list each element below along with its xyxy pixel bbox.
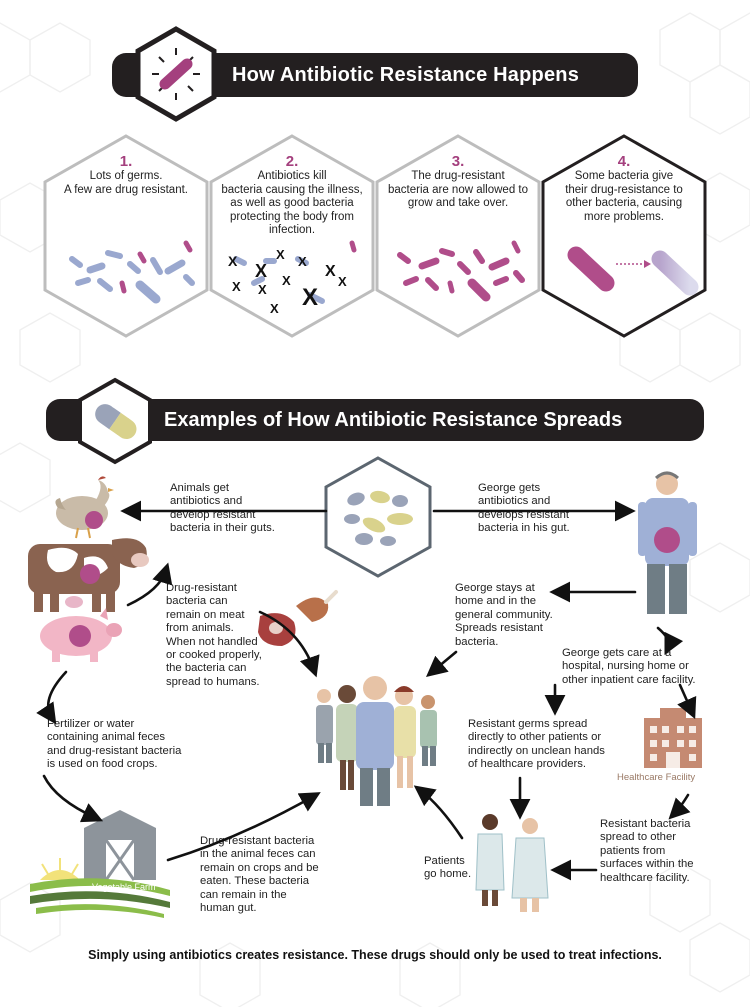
section-title: How Antibiotic Resistance Happens [232, 63, 580, 86]
step-4-number: 4. [617, 153, 631, 170]
george-icon [638, 471, 697, 614]
footer-message: Simply using antibiotics creates resista… [88, 948, 662, 962]
step-1-number: 1. [119, 153, 133, 170]
meat-icon [258, 590, 338, 646]
arrow-home-to-people [426, 650, 458, 677]
svg-text:X: X [270, 301, 279, 316]
svg-text:X: X [302, 284, 318, 311]
step-1-bacteria-icon [69, 240, 195, 304]
patients-icon [475, 814, 549, 912]
spread-illustrations [28, 471, 702, 918]
healthcare-facility-label: Healthcare Facility [617, 772, 696, 783]
arrow-george-to-care [656, 626, 684, 655]
pill-hex-icon [78, 377, 152, 465]
step-3-text: The drug-resistant bacteria are now allo… [388, 170, 528, 209]
resistant-germs-label: Resistant germs spread directly to other… [468, 718, 605, 771]
community-people-icon [316, 676, 437, 806]
pills-icon [344, 490, 413, 546]
arrow-farm-to-people [166, 792, 321, 862]
svg-text:X: X [282, 273, 291, 288]
svg-text:X: X [232, 279, 241, 294]
arrow-facility-to-surfaces [668, 793, 691, 820]
step-4-text: Some bacteria give their drug-resistance… [565, 170, 683, 223]
steps-bacteria-illustrations: X X X X X X X X X X X [69, 240, 699, 316]
arrow-pig-to-fertilizer [36, 670, 68, 725]
step-3-number: 3. [451, 153, 465, 170]
healthcare-facility-building-icon [644, 708, 702, 768]
svg-text:X: X [228, 253, 238, 269]
surfaces-label: Resistant bacteria spread to other patie… [600, 818, 694, 884]
step-2-bacteria-killed-icon: X X X X X X X X X X X [228, 240, 357, 316]
svg-text:X: X [255, 261, 267, 281]
section-header-how-resistance-spreads: Examples of How Antibiotic Resistance Sp… [46, 399, 704, 441]
george-gets-care-label: George gets care at a hospital, nursing … [562, 647, 696, 686]
steps-hexagons [43, 134, 707, 338]
step-2-text: Antibiotics kill bacteria causing the il… [221, 170, 363, 236]
patients-go-home-label: Patients go home. [424, 855, 472, 881]
section-title: Examples of How Antibiotic Resistance Sp… [164, 408, 623, 431]
meat-label: Drug-resistant bacteria can remain on me… [166, 582, 262, 688]
svg-text:X: X [276, 247, 285, 262]
arrow-fertilizer-to-farm [42, 774, 104, 823]
svg-text:X: X [298, 254, 307, 269]
arrow-care-to-facility [677, 683, 697, 720]
svg-text:X: X [258, 282, 267, 297]
george-stays-home-label: George stays at home and in the general … [455, 582, 553, 648]
step-4-transfer-icon [567, 246, 699, 296]
svg-text:X: X [325, 263, 336, 280]
svg-text:X: X [338, 274, 347, 289]
bacterium-hex-icon [135, 26, 217, 122]
vegetable-farm-icon [30, 810, 170, 918]
arrow-patients-to-people [413, 785, 464, 840]
chicken-icon [55, 476, 114, 539]
step-1-text: Lots of germs. A few are drug resistant. [63, 170, 188, 196]
arrow-animals-to-meat [126, 562, 173, 607]
step-3-resistant-bacteria-icon [397, 240, 525, 302]
step-2-number: 2. [285, 153, 299, 170]
antibiotic-pills-hexagon [324, 456, 432, 578]
arrow-meat-to-people [258, 610, 320, 678]
feces-crops-label: Drug-resistant bacteria in the animal fe… [200, 835, 319, 915]
vegetable-farm-label: Vegetable Farm [92, 882, 156, 892]
animals-get-antibiotics-label: Animals get antibiotics and develop resi… [170, 482, 275, 535]
pig-icon [40, 608, 122, 662]
fertilizer-label: Fertilizer or water containing animal fe… [47, 718, 182, 771]
cow-icon [28, 538, 149, 612]
